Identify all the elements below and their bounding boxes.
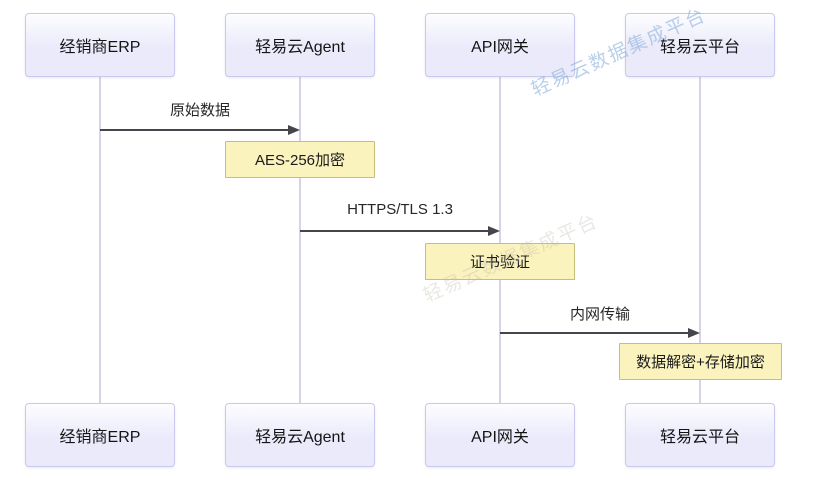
note-aes-encryption: AES-256加密 [225,141,375,178]
message-label-raw-data: 原始数据 [169,102,231,119]
lifeline-platform [699,77,701,403]
actor-label: API网关 [471,39,529,56]
actor-label: API网关 [471,429,529,446]
actor-top-platform: 轻易云平台 [625,13,775,77]
actor-bottom-platform: 轻易云平台 [625,403,775,467]
actor-label: 轻易云Agent [255,39,345,56]
message-line-raw-data [100,129,289,131]
actor-label: 经销商ERP [59,39,141,56]
message-label-intranet: 内网传输 [569,306,631,323]
lifeline-agent [299,77,301,403]
actor-bottom-agent: 轻易云Agent [225,403,375,467]
message-line-https-tls [300,230,489,232]
actor-label: 轻易云Agent [255,429,345,446]
actor-label: 轻易云平台 [659,429,740,446]
note-label: AES-256加密 [254,152,346,169]
actor-bottom-erp: 经销商ERP [25,403,175,467]
actor-label: 轻易云平台 [659,39,740,56]
message-label-https-tls: HTTPS/TLS 1.3 [347,201,453,218]
actor-top-gateway: API网关 [425,13,575,77]
lifeline-gateway [499,77,501,403]
note-label: 数据解密+存储加密 [636,354,765,371]
actor-bottom-gateway: API网关 [425,403,575,467]
actor-label: 经销商ERP [59,429,141,446]
note-decrypt-storage: 数据解密+存储加密 [619,343,782,380]
arrow-right-icon [288,125,300,135]
arrow-right-icon [488,226,500,236]
actor-top-erp: 经销商ERP [25,13,175,77]
lifeline-erp [99,77,101,403]
message-line-intranet [500,332,689,334]
arrow-right-icon [688,328,700,338]
actor-top-agent: 轻易云Agent [225,13,375,77]
note-cert-verification: 证书验证 [425,243,575,280]
note-label: 证书验证 [469,254,530,271]
